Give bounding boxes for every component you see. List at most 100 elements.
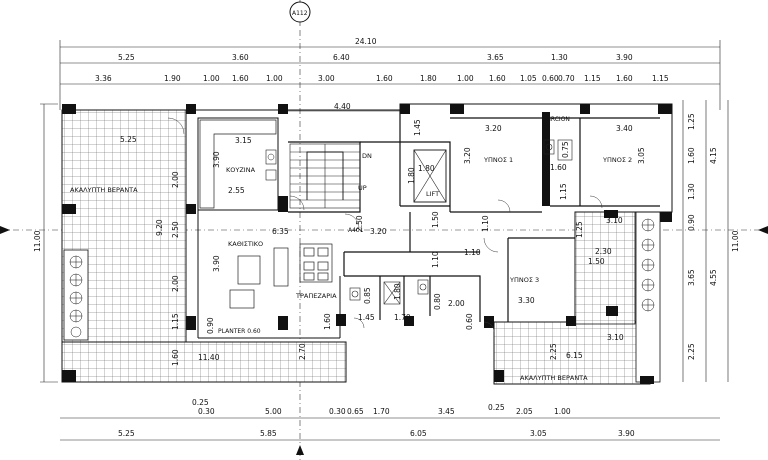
dim-right2-1: 4.15 (709, 147, 718, 164)
room-bed1-label: ΥΠΝΟΣ 1 (483, 156, 513, 164)
inner-dim-26: 3.10 (607, 333, 624, 342)
dim-top-5: 1.30 (551, 53, 568, 62)
planter-left (63, 249, 89, 341)
inner-dim-47: 1.60 (323, 313, 332, 330)
inner-dim-8: 3.05 (637, 147, 646, 164)
planter-label: PLANTER 0.60 (218, 328, 261, 335)
veranda-right[interactable] (574, 211, 636, 325)
inner-dim-46: 0.60 (465, 313, 474, 330)
living-furniture (229, 243, 333, 309)
dim-top2-12: 0.60 (542, 74, 559, 83)
dim-top2-7: 1.60 (376, 74, 393, 83)
dim-bottom2-1: 5.25 (118, 429, 135, 438)
dim-top2-1: 3.36 (95, 74, 112, 83)
dim-bottom2-4: 3.05 (530, 429, 547, 438)
dim-bottom-1: 0.25 (192, 398, 209, 407)
dim-inner-440: 4.40 (334, 102, 351, 111)
dim-left-total: 11.00 (33, 230, 42, 252)
inner-dim-6: 3.20 (463, 147, 472, 164)
columns (62, 104, 672, 384)
room-living-label: ΚΑΘΙΣΤΙΚΟ (228, 240, 263, 248)
inner-dim-24: 2.30 (595, 247, 612, 256)
dim-right2-2: 4.55 (709, 269, 718, 286)
inner-dim-2: 3.15 (235, 136, 252, 145)
dim-top2-9: 1.00 (457, 74, 474, 83)
inner-dim-11: 1.45 (413, 119, 422, 136)
dim-top2-5: 1.00 (266, 74, 283, 83)
lift-label: LIFT (426, 190, 439, 198)
right-dimensions: 1.25 1.60 1.30 0.90 3.65 2.25 4.15 4.55 … (682, 100, 740, 382)
inner-dim-7: 3.40 (616, 124, 633, 133)
dim-bottom-10: 1.00 (554, 407, 571, 416)
room-bed2-label: ΥΠΝΟΣ 2 (602, 156, 632, 164)
inner-dim-32: 1.15 (171, 313, 180, 330)
inner-dim-5: 3.20 (485, 124, 502, 133)
dim-right-6: 2.25 (687, 343, 696, 360)
inner-dim-27: 1.25 (575, 221, 584, 238)
dim-bottom-5: 0.65 (347, 407, 364, 416)
veranda-bottom-label: ΑΚΑΛΥΠΤΗ ΒΕΡΑΝΤΑ (520, 374, 588, 382)
inner-dim-9: 1.60 (550, 163, 567, 172)
dim-bottom2-3: 6.05 (410, 429, 427, 438)
interior-walls (288, 110, 660, 322)
inner-dim-12: 1.80 (418, 164, 435, 173)
dim-bottom-7: 3.45 (438, 407, 455, 416)
inner-dim-20: 1.10 (464, 248, 481, 257)
inner-dimensions: 5.25 3.15 3.90 2.55 3.20 3.20 3.40 3.05 … (120, 119, 646, 366)
dim-top-4: 3.65 (487, 53, 504, 62)
room-bed3-label: ΥΠΝΟΣ 3 (509, 276, 539, 284)
inner-dim-40: 3.30 (518, 296, 535, 305)
section-marker-top[interactable]: A112 (289, 0, 311, 26)
dim-bottom-8: 0.25 (488, 403, 505, 412)
inner-dim-43: 0.85 (363, 287, 372, 304)
dim-right-4: 0.90 (687, 214, 696, 231)
inner-dim-42: 2.25 (549, 343, 558, 360)
inner-dim-15: 6.35 (272, 227, 289, 236)
door-swings (167, 117, 603, 333)
dim-bottom-4: 0.30 (329, 407, 346, 416)
left-dimensions: 11.00 (33, 103, 58, 383)
inner-dim-45: 0.80 (433, 293, 442, 310)
veranda-left-label: ΑΚΑΛΥΠΤΗ ΒΕΡΑΝΤΑ (70, 186, 138, 194)
dim-bottom-2: 0.30 (198, 407, 215, 416)
dim-top2-15: 1.60 (616, 74, 633, 83)
bottom-dimensions: 0.25 0.30 5.00 0.30 0.65 1.70 3.45 0.25 … (60, 398, 720, 441)
inner-dim-22: 1.10 (431, 251, 440, 268)
dim-top-3: 6.40 (333, 53, 350, 62)
dim-total-width: 24.10 (355, 37, 377, 46)
dim-top2-11: 1.05 (520, 74, 537, 83)
inner-dim-28: 2.00 (171, 171, 180, 188)
inner-dim-31: 2.00 (171, 275, 180, 292)
dim-top2-13: 0.70 (558, 74, 575, 83)
inner-dim-17: 2.50 (355, 215, 364, 232)
dim-top2-2: 1.90 (164, 74, 181, 83)
dim-bottom-6: 1.70 (373, 407, 390, 416)
bathroom-fixtures (349, 139, 573, 305)
inner-dim-38: 1.70 (394, 313, 411, 322)
marker-a401: A401 (348, 227, 364, 234)
veranda-left-bottom[interactable] (61, 341, 347, 383)
dim-bottom-3: 5.00 (265, 407, 282, 416)
dim-top-1: 5.25 (118, 53, 135, 62)
inner-dim-10: 0.75 (561, 141, 570, 158)
inner-dim-4: 2.55 (228, 186, 245, 195)
inner-dim-23: 3.10 (606, 216, 623, 225)
staircase[interactable] (289, 143, 361, 209)
inner-dim-18: 1.50 (431, 211, 440, 228)
dim-right-1: 1.25 (687, 113, 696, 130)
dim-top2-8: 1.80 (420, 74, 437, 83)
dim-top2-10: 1.60 (489, 74, 506, 83)
dim-right-5: 3.65 (687, 269, 696, 286)
inner-dim-36: 2.70 (298, 343, 307, 360)
inner-dim-16: 3.20 (370, 227, 387, 236)
inner-dim-14: 1.15 (559, 183, 568, 200)
inner-dim-37: 1.45 (358, 313, 375, 322)
inner-dim-21: 3.90 (212, 255, 221, 272)
inner-dim-13: 1.80 (407, 167, 416, 184)
inner-dim-19: 1.10 (481, 215, 490, 232)
inner-dim-39: 2.00 (448, 299, 465, 308)
room-dining-label: ΤΡΑΠΕΖΑΡΙΑ (295, 292, 337, 300)
inner-dim-1: 5.25 (120, 135, 137, 144)
